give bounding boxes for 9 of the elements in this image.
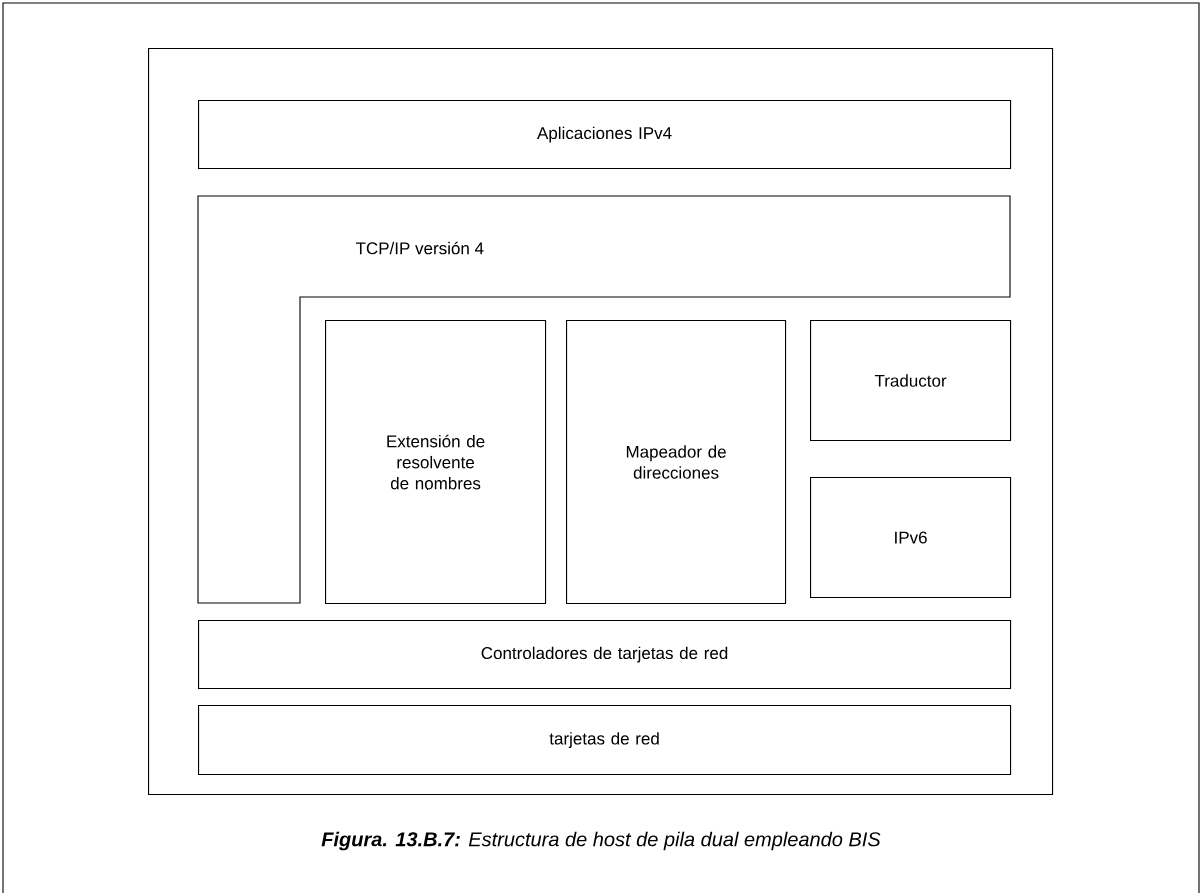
figure-caption: Figura. 13.B.7: Estructura de host de pila dual empleando BIS (321, 831, 881, 851)
layer-box: tarjetas de red (198, 705, 1012, 776)
module-box: IPv6 (810, 477, 1012, 599)
diagram-frame (148, 48, 1054, 796)
layer-box: Controladores de tarjetas de red (198, 620, 1012, 690)
module-box: Extensión de resolvente de nombres (325, 320, 547, 605)
module-box: Mapeador de direcciones (566, 320, 787, 605)
layer-box: Aplicaciones IPv4 (198, 100, 1012, 170)
module-box: Traductor (810, 320, 1012, 442)
